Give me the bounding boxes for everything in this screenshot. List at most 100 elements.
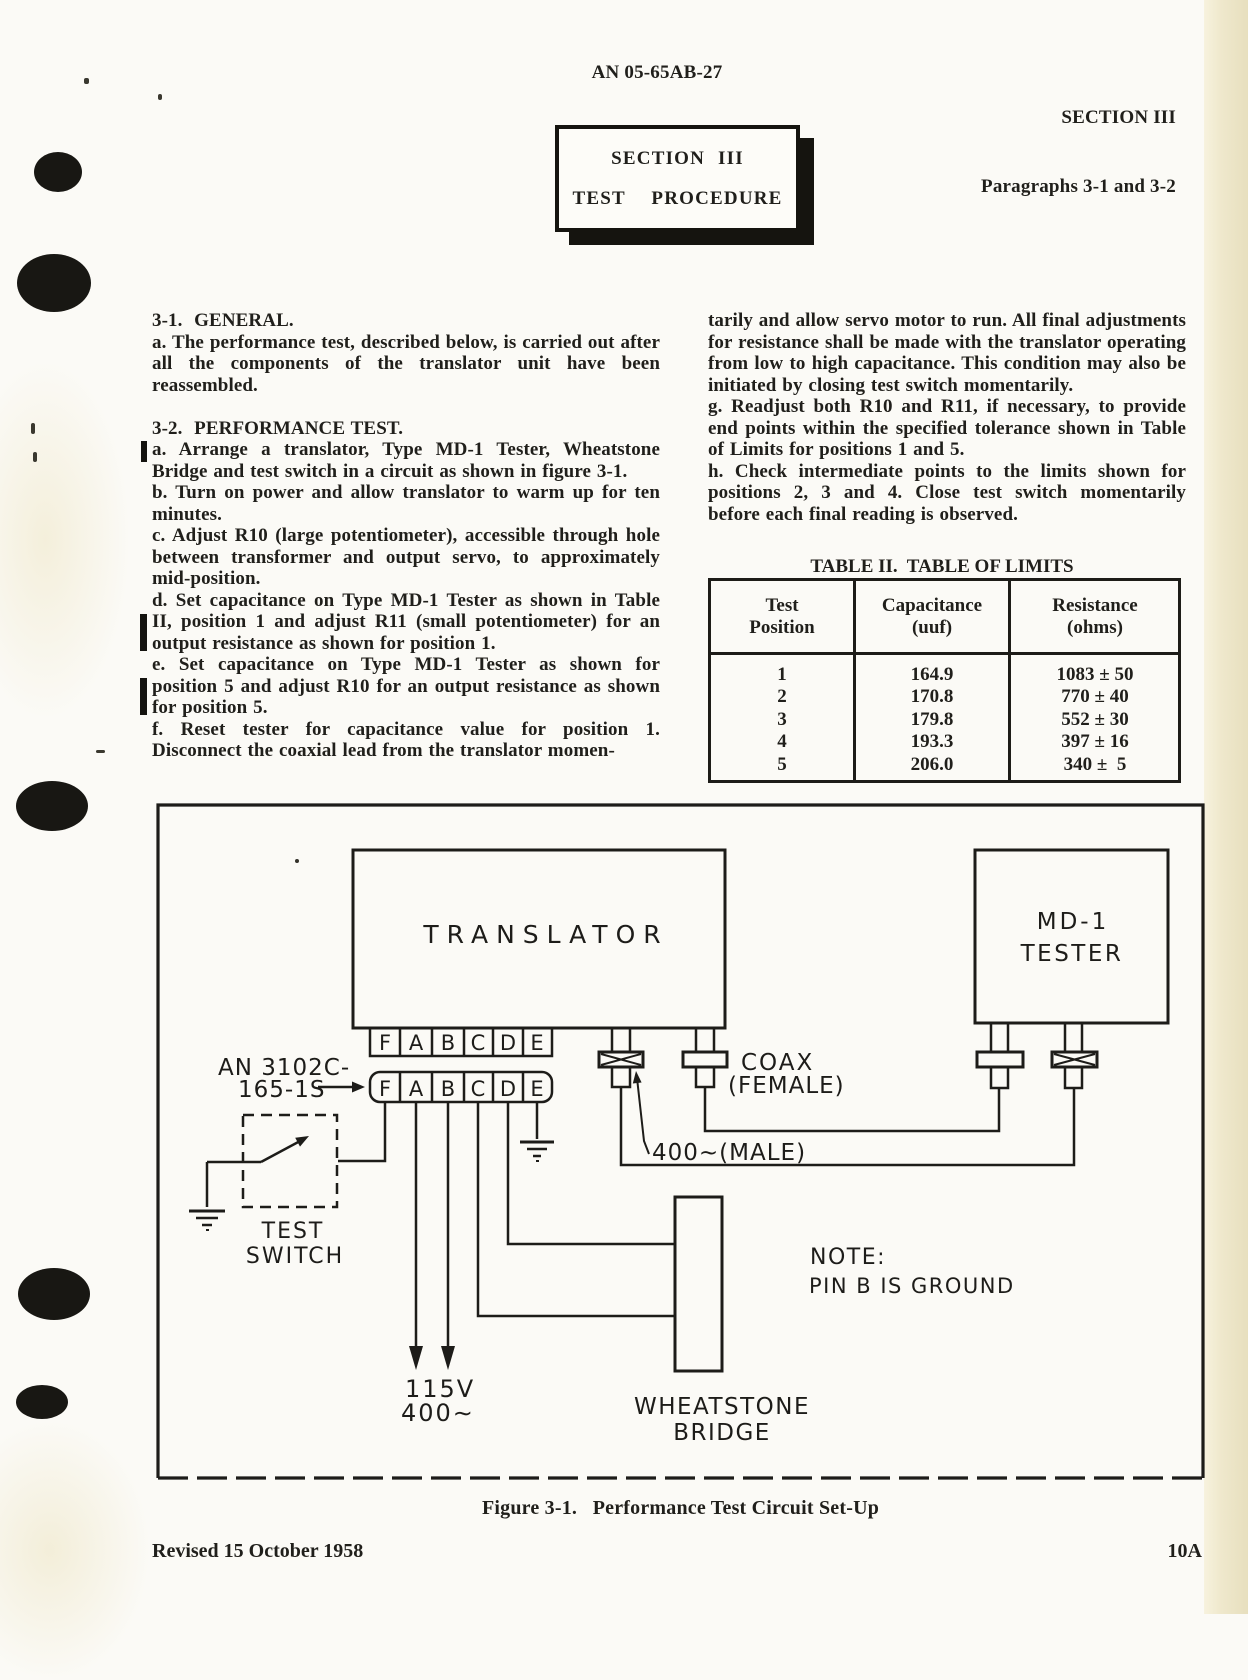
connector-part-label-line1: AN 3102C- — [218, 1055, 350, 1081]
section-title-box: SECTION III TEST PROCEDURE — [555, 125, 800, 232]
note-line1: NOTE: — [810, 1245, 886, 1270]
test-switch — [205, 1113, 339, 1209]
table-header-resistance: Resistance (ohms) — [1008, 581, 1179, 655]
table-cell: 5 — [777, 753, 787, 775]
figure-caption: Figure 3-1. Performance Test Circuit Set… — [481, 1497, 880, 1519]
section-box-line2: TEST PROCEDURE — [572, 187, 783, 209]
connector-part-label-line2: 165-1S — [238, 1077, 325, 1103]
para-continuation: tarily and allow servo motor to run. All… — [708, 310, 1186, 396]
para-b: b. Turn on power and allow translator to… — [152, 482, 660, 525]
right-column: tarily and allow servo motor to run. All… — [708, 310, 1186, 525]
table-cell: 179.8 — [853, 708, 1008, 732]
wheatstone-label-line2: BRIDGE — [673, 1420, 771, 1446]
coax-label-line1: COAX — [741, 1050, 814, 1076]
change-bar — [140, 678, 147, 715]
md1-tester-label-line1: MD-1 — [1037, 909, 1110, 935]
table-header-capacitance: Capacitance (uuf) — [853, 581, 1008, 655]
table-cell: 193.3 — [853, 731, 1008, 754]
connector-row-top — [368, 1026, 554, 1058]
translator-coax-female-connector — [681, 1026, 729, 1089]
pin-label: D — [500, 1077, 516, 1101]
binder-hole — [16, 1385, 68, 1419]
binder-hole — [17, 254, 91, 312]
table-cell: 397 ± 16 — [1008, 731, 1179, 754]
table-cell: 3 — [777, 708, 787, 730]
pin-label: D — [500, 1031, 516, 1055]
cable-runs — [619, 1087, 1076, 1167]
scan-speck — [84, 78, 89, 84]
section-box-line1: SECTION III — [611, 147, 744, 169]
change-bar — [140, 614, 147, 651]
ground-symbol-test-switch — [189, 1209, 225, 1231]
power-label-line2: 400∼ — [401, 1399, 475, 1427]
table-cell: 1 — [777, 664, 787, 685]
para-g: g. Readjust both R10 and R11, if necessa… — [708, 396, 1186, 460]
pin-label: F — [379, 1031, 391, 1055]
connector-row-bottom — [368, 1070, 554, 1104]
scan-speck — [158, 94, 162, 100]
left-column: 3-1. GENERAL. a. The performance test, d… — [152, 310, 660, 762]
male-label-leader — [632, 1071, 650, 1155]
arrowhead-115v-b — [441, 1346, 455, 1370]
binder-hole — [18, 1268, 90, 1320]
table-cell: 206.0 — [853, 753, 1008, 781]
figure-border — [156, 803, 1205, 1480]
md1-coax-connector — [975, 1021, 1025, 1090]
ground-symbol-pin-e — [520, 1140, 554, 1162]
scan-speck — [33, 452, 37, 462]
test-switch-label-line1: TEST — [261, 1219, 325, 1244]
para-h: h. Check intermediate points to the limi… — [708, 460, 1186, 525]
table-cell: 2 — [777, 686, 787, 708]
table-cell: 170.8 — [853, 686, 1008, 709]
figure-3-1-diagram: TRANSLATOR MD-1 TESTER F A B C D E F A B… — [156, 803, 1205, 1480]
para-f: f. Reset tester for capacitance value fo… — [152, 718, 660, 762]
connector-row-top-pins: F A B C D E — [379, 1031, 544, 1055]
note-line2: PIN B IS GROUND — [809, 1274, 1015, 1298]
pin-label: B — [441, 1077, 455, 1101]
power-label-line1: 115V — [405, 1375, 475, 1403]
table-cell: 552 ± 30 — [1008, 708, 1179, 732]
test-switch-label-line2: SWITCH — [246, 1244, 344, 1269]
header-paragraphs-label: Paragraphs 3-1 and 3-2 — [981, 176, 1176, 197]
table-cell: 770 ± 40 — [1008, 686, 1179, 709]
doc-number: AN 05-65AB-27 — [591, 62, 723, 83]
heading-3-1: 3-1. GENERAL. — [152, 310, 294, 331]
md1-400-connector — [1050, 1021, 1099, 1090]
pin-wires — [338, 1102, 675, 1349]
wheatstone-bridge-box — [673, 1195, 724, 1373]
pin-label: A — [409, 1031, 424, 1055]
male-label: 400∼(MALE) — [652, 1140, 806, 1166]
para-e: e. Set capacitance on Type MD-1 Tester a… — [152, 654, 660, 718]
table-cell: 1083 ± 50 — [1008, 655, 1179, 687]
md1-tester-box — [973, 848, 1170, 1025]
pin-label: C — [471, 1031, 486, 1055]
para-a: a. Arrange a translator, Type MD-1 Teste… — [152, 439, 660, 482]
para-c: c. Adjust R10 (large potentiometer), acc… — [152, 525, 660, 589]
table-cell: 164.9 — [853, 655, 1008, 687]
pin-label: A — [409, 1077, 424, 1101]
table-header-test-position: Test Position — [711, 581, 853, 655]
scan-speck — [31, 423, 35, 434]
table-title: TABLE II. TABLE OF LIMITS — [810, 556, 1074, 577]
binder-hole — [34, 152, 82, 192]
para-d: d. Set capacitance on Type MD-1 Tester a… — [152, 589, 660, 654]
table-cell: 340 ± 5 — [1008, 753, 1179, 781]
table-cell: 4 — [777, 731, 787, 753]
scan-speck — [96, 750, 105, 753]
pin-label: E — [530, 1031, 543, 1055]
md1-tester-label-line2: TESTER — [1020, 941, 1124, 967]
footer-page-number: 10A — [1167, 1540, 1202, 1562]
arrowhead-115v-a — [409, 1346, 423, 1370]
pin-label: B — [441, 1031, 455, 1055]
heading-3-2: 3-2. PERFORMANCE TEST. — [152, 417, 404, 439]
switch-arm-arrowhead — [295, 1136, 309, 1147]
scan-speck — [295, 859, 299, 863]
translator-label: TRANSLATOR — [422, 920, 668, 949]
part-label-arrow — [318, 1081, 365, 1093]
coax-label-line2: (FEMALE) — [728, 1073, 845, 1099]
header-section-ref: SECTION III Paragraphs 3-1 and 3-2 — [981, 60, 1176, 221]
change-bar — [141, 441, 147, 462]
header-section-label: SECTION III — [1061, 107, 1176, 128]
pin-label: F — [379, 1077, 391, 1101]
